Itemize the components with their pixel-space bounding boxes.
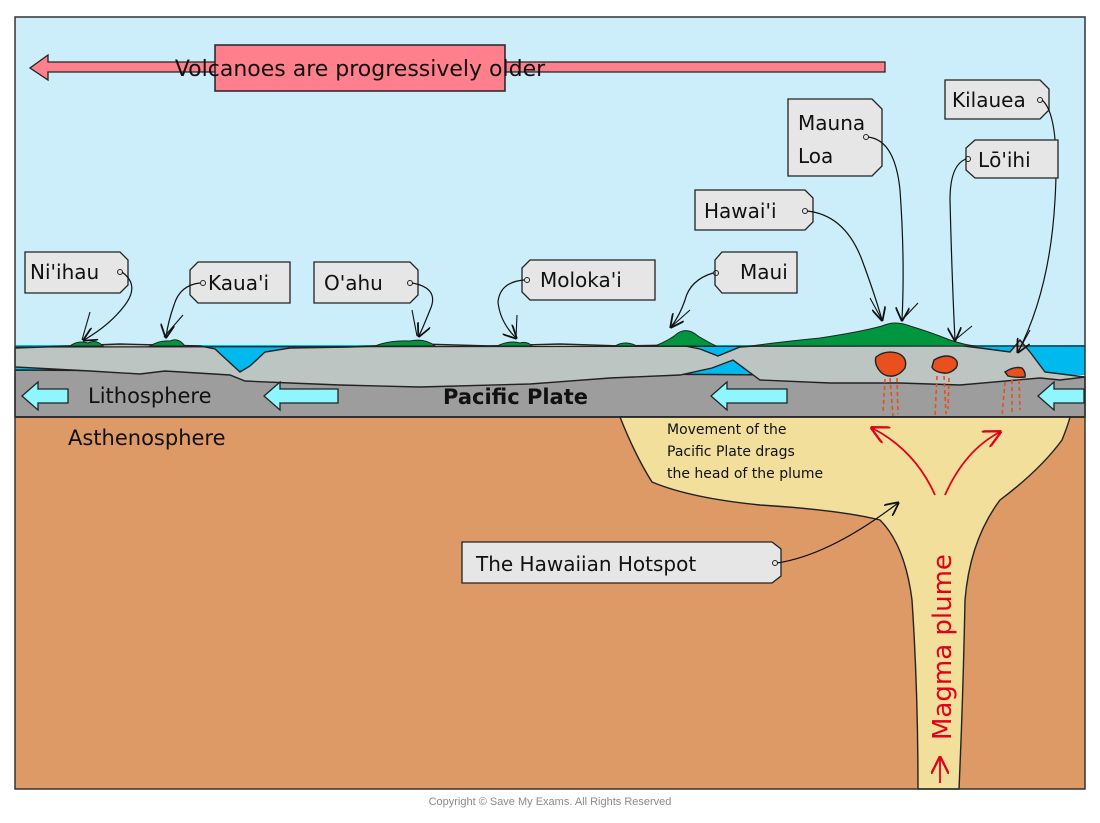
banner-box	[214, 44, 506, 92]
age-arrow-banner: Volcanoes are progressively older	[28, 44, 886, 92]
tag-molokai: Moloka'i	[497, 259, 656, 338]
lithosphere-label: Lithosphere	[88, 384, 212, 408]
movement-line-2: Pacific Plate drags	[667, 444, 795, 460]
tag-hawaii: Hawai'i	[694, 189, 882, 320]
kauai-label: Kaua'i	[208, 271, 269, 295]
kauai-land	[148, 339, 187, 347]
hotspot-label: The Hawaiian Hotspot	[475, 552, 696, 576]
tag-kilauea: Kilauea	[944, 79, 1057, 352]
island-tags: Ni'ihau Kaua'i O'ahu Moloka'i Ma	[24, 79, 1059, 352]
left-arrow-icon	[1037, 380, 1085, 412]
magma-plume	[618, 416, 1071, 790]
magma-plume-label: Magma plume	[928, 554, 958, 740]
tag-kauai: Kaua'i	[166, 261, 291, 337]
asthenosphere-label: Asthenosphere	[68, 426, 226, 450]
left-arrow-icon	[21, 380, 69, 412]
molokai-land	[496, 341, 534, 347]
loihi-label: Lō'ihi	[978, 148, 1031, 172]
movement-annotation: Movement of the Pacific Plate drags the …	[667, 422, 823, 482]
movement-line-3: the head of the plume	[667, 466, 823, 482]
left-arrow-icon	[263, 380, 339, 412]
tag-loihi: Lō'ihi	[950, 139, 1059, 340]
mauna-loa-label-1: Mauna	[798, 111, 865, 135]
magma-rising-streaks	[882, 375, 1021, 417]
tag-oahu: O'ahu	[313, 261, 434, 336]
hotspot-tag: The Hawaiian Hotspot	[461, 503, 898, 584]
oahu-label: O'ahu	[324, 271, 383, 295]
movement-line-1: Movement of the	[667, 422, 787, 438]
small-land	[613, 342, 638, 347]
tag-mauna-loa: Mauna Loa	[787, 98, 903, 320]
niihau-land	[68, 341, 105, 347]
banner-text: Volcanoes are progressively older	[175, 57, 546, 82]
oahu-land	[374, 339, 437, 347]
left-arrow-icon	[710, 380, 788, 412]
tag-niihau: Ni'ihau	[24, 251, 133, 340]
copyright-notice: Copyright © Save My Exams. All Rights Re…	[428, 796, 672, 808]
pacific-plate-label: Pacific Plate	[443, 385, 588, 409]
hawaii-label: Hawai'i	[704, 199, 777, 223]
mauna-loa-label-2: Loa	[798, 144, 833, 168]
maui-label: Maui	[740, 260, 788, 284]
arrow-accent-strokes	[81, 297, 1031, 353]
islands-land	[68, 322, 976, 347]
plate-motion-arrows	[21, 380, 1085, 412]
molokai-label: Moloka'i	[540, 268, 622, 292]
magma-chambers	[874, 351, 1026, 379]
diagram-frame	[14, 16, 1086, 790]
maui-land	[654, 330, 717, 347]
niihau-label: Ni'ihau	[30, 260, 99, 284]
tag-maui: Maui	[671, 251, 798, 327]
plume-flow-arrows	[872, 428, 1000, 783]
kilauea-label: Kilauea	[952, 88, 1026, 112]
